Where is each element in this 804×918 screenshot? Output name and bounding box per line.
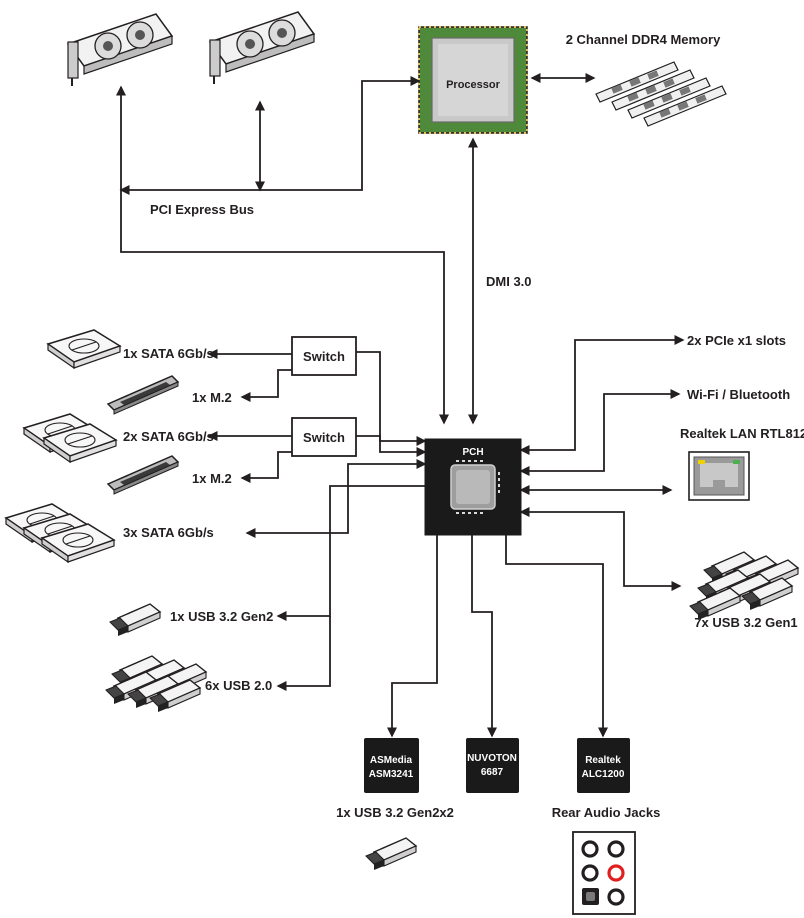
realtek-line1: Realtek	[585, 755, 621, 766]
asmedia-line1: ASMedia	[370, 755, 413, 766]
pci-express-bus-line	[119, 76, 421, 195]
ethernet-port-icon	[688, 451, 750, 501]
usb-stick-icon	[105, 655, 207, 713]
usb-20-label: 6x USB 2.0	[205, 678, 272, 693]
usb-gen2-to-pch-line	[276, 485, 425, 621]
connections	[116, 73, 685, 738]
sata3-to-pch-line	[245, 459, 427, 538]
m2-ssd-icon	[107, 375, 179, 415]
processor-label: Processor	[446, 79, 501, 91]
pch-label: PCH	[462, 447, 483, 458]
hard-drive-icon	[23, 413, 117, 463]
usb-gen1-link-line	[519, 507, 682, 591]
switch2-to-pch-line	[356, 435, 427, 457]
switch1-to-pch-line	[356, 351, 427, 446]
usb20-to-pch-line	[276, 616, 331, 691]
pcie-x1-label: 2x PCIe x1 slots	[687, 333, 786, 348]
cpu-icon: Processor	[418, 26, 528, 134]
asmedia-line2: ASM3241	[369, 769, 414, 780]
asmedia-chip: ASMedia ASM3241	[364, 738, 419, 793]
wifi-link-line	[519, 389, 681, 476]
pci-express-bus-label: PCI Express Bus	[150, 202, 254, 217]
usb-stick-icon	[109, 603, 161, 637]
asmedia-port-label: 1x USB 3.2 Gen2x2	[336, 805, 454, 820]
dmi-label: DMI 3.0	[486, 274, 532, 289]
hard-drive-icon	[47, 329, 121, 369]
wifi-label: Wi-Fi / Bluetooth	[687, 387, 790, 402]
m2-2-label: 1x M.2	[192, 471, 232, 486]
memory-module-icon	[595, 61, 727, 127]
audio-jack-icon	[572, 831, 636, 915]
graphics-card-icon	[209, 11, 315, 85]
nuvoton-line1: NUVOTON	[467, 753, 517, 764]
m2-1-label: 1x M.2	[192, 390, 232, 405]
usb-gen2-label: 1x USB 3.2 Gen2	[170, 609, 273, 624]
m2-ssd-icon	[107, 455, 179, 495]
sata-3-label: 3x SATA 6Gb/s	[123, 525, 214, 540]
asmedia-link-line	[387, 494, 442, 738]
usb-stick-icon	[689, 551, 799, 621]
usb-gen1-label: 7x USB 3.2 Gen1	[694, 615, 797, 630]
switch-2: Switch	[291, 417, 357, 457]
realtek-line2: ALC1200	[582, 769, 625, 780]
usb-stick-icon	[365, 837, 417, 871]
pch-chip: PCH	[424, 438, 522, 536]
realtek-audio-chip: Realtek ALC1200	[577, 738, 630, 793]
hard-drive-icon	[5, 503, 115, 563]
memory-label: 2 Channel DDR4 Memory	[566, 32, 721, 47]
graphics-card-icon	[67, 13, 173, 87]
switch-1-label: Switch	[303, 349, 345, 364]
lan-label: Realtek LAN RTL8125B	[680, 426, 804, 441]
switch-1: Switch	[291, 336, 357, 376]
pcie-x1-link-line	[519, 335, 685, 455]
nuvoton-chip: NUVOTON 6687	[466, 738, 519, 793]
nuvoton-link-line	[467, 494, 497, 738]
pcie-gpu1-to-pch-line	[116, 85, 449, 425]
rear-audio-label: Rear Audio Jacks	[552, 805, 661, 820]
nuvoton-line2: 6687	[481, 767, 504, 778]
switch-2-label: Switch	[303, 430, 345, 445]
sata-2-label: 2x SATA 6Gb/s	[123, 429, 214, 444]
switch2-to-m2-line	[240, 451, 292, 483]
sata-1-label: 1x SATA 6Gb/s	[123, 346, 214, 361]
switch1-to-m2-line	[240, 369, 292, 402]
